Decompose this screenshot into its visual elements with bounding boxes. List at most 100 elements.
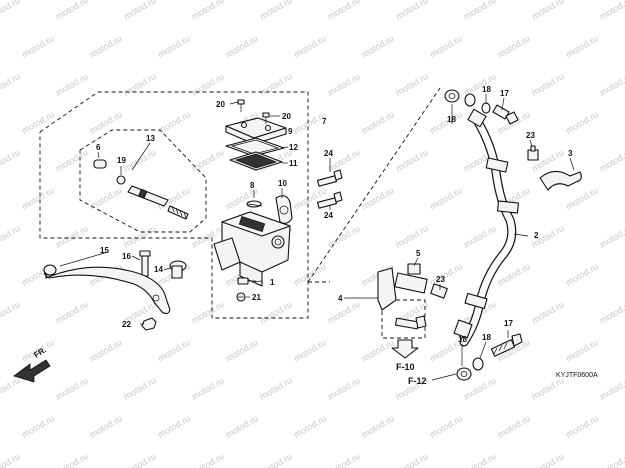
watermark-text: motod.ru [530,299,566,325]
watermark-text: motod.ru [190,147,226,173]
callout-3: 3 [568,149,573,158]
leader-lines [59,94,575,366]
watermark-text: motod.ru [394,451,430,468]
watermark-text: motod.ru [122,147,158,173]
watermark-text: motod.ru [394,0,430,22]
watermark-text: motod.ru [54,299,90,325]
watermark-text: motod.ru [598,223,625,249]
bracket-outline [381,299,426,339]
watermark-text: motod.ru [292,261,328,287]
callout-18d: 18 [482,333,491,342]
watermark-text: motod.ru [598,147,625,173]
callout-21: 21 [252,293,261,302]
watermark-text: motod.ru [360,33,396,59]
watermark-text: motod.ru [54,451,90,468]
watermark-text: motod.ru [258,299,294,325]
watermark-text: motod.ru [564,33,600,59]
watermark-text: motod.ru [0,147,22,173]
watermark-text: motod.ru [258,451,294,468]
watermark-text: motod.ru [88,337,124,363]
watermark-text: motod.ru [224,33,260,59]
watermark-text: motod.ru [190,0,226,22]
watermark-text: motod.ru [360,109,396,135]
watermark-text: motod.ru [0,223,22,249]
watermark-text: motod.ru [54,147,90,173]
watermark-text: motod.ru [360,413,396,439]
callout-4: 4 [338,294,343,303]
watermark-text: motod.ru [0,299,22,325]
brake-hose-part [453,108,520,347]
watermark-text: motod.ru [224,413,260,439]
nut-22-part [141,317,157,331]
watermark-text: motod.ru [122,71,158,97]
watermark-text: motod.ru [258,375,294,401]
watermark-text: motod.ru [54,0,90,22]
callout-18b: 18 [482,85,491,94]
f10-arrow-icon [391,339,419,359]
watermark-text: motod.ru [530,375,566,401]
watermark-text: motod.ru [0,375,22,401]
watermark-text: motod.ru [598,71,625,97]
watermark-text: motod.ru [224,337,260,363]
callout-23b: 23 [436,275,445,284]
callout-24a: 24 [324,149,333,158]
watermark-text: motod.ru [122,375,158,401]
watermark-text: motod.ru [496,413,532,439]
clamp-holder-part [275,195,293,224]
callout-16: 16 [122,252,131,261]
callout-10: 10 [278,179,287,188]
watermark-text: motod.ru [292,33,328,59]
bolt-24-parts [316,169,343,209]
watermark-text: motod.ru [190,299,226,325]
watermark-text: motod.ru [462,451,498,468]
watermark-text: motod.ru [20,109,56,135]
callout-23a: 23 [526,131,535,140]
watermark-text: motod.ru [394,223,430,249]
watermark-text: motod.ru [156,337,192,363]
watermark-text: motod.ru [462,0,498,22]
watermark-text: motod.ru [564,413,600,439]
watermark-text: motod.ru [462,223,498,249]
callout-11: 11 [289,159,298,168]
watermark-text: motod.ru [598,375,625,401]
watermark-text: motod.ru [54,71,90,97]
watermark-text: motod.ru [326,0,362,22]
watermark-text: motod.ru [326,223,362,249]
banjo-bottom-parts [456,333,523,381]
watermark-text: motod.ru [564,337,600,363]
watermark-text: motod.ru [564,261,600,287]
watermark-text: motod.ru [88,413,124,439]
watermark-text: motod.ru [428,109,464,135]
callout-17a: 17 [500,89,509,98]
callout-5: 5 [416,249,421,258]
watermark-text: motod.ru [20,33,56,59]
callout-17b: 17 [504,319,513,328]
watermark-text: motod.ru [326,375,362,401]
watermark-text: motod.ru [122,223,158,249]
watermark-text: motod.ru [122,0,158,22]
watermark-text: motod.ru [20,413,56,439]
watermark-text: motod.ru [326,451,362,468]
watermark-text: motod.ru [428,185,464,211]
watermark-text: motod.ru [20,185,56,211]
watermark-text: motod.ru [360,337,396,363]
watermark-text: motod.ru [598,451,625,468]
callout-18a: 18 [447,115,456,124]
watermark-text: motod.ru [190,71,226,97]
watermark-text: motod.ru [156,413,192,439]
screw-21-part [236,292,246,302]
ref-f12: F-12 [408,376,427,386]
watermark-text: motod.ru [598,0,625,22]
watermark-text: motod.ru [190,451,226,468]
callout-22: 22 [122,320,131,329]
hose-clip-part [527,145,582,191]
watermark-text: motod.ru [54,375,90,401]
callout-24b: 24 [324,211,333,220]
callout-1: 1 [270,278,275,287]
callout-15: 15 [100,246,109,255]
watermark-text: motod.ru [190,375,226,401]
watermark-text: motod.ru [156,33,192,59]
watermark-text: motod.ru [54,223,90,249]
watermark-text: motod.ru [0,71,22,97]
